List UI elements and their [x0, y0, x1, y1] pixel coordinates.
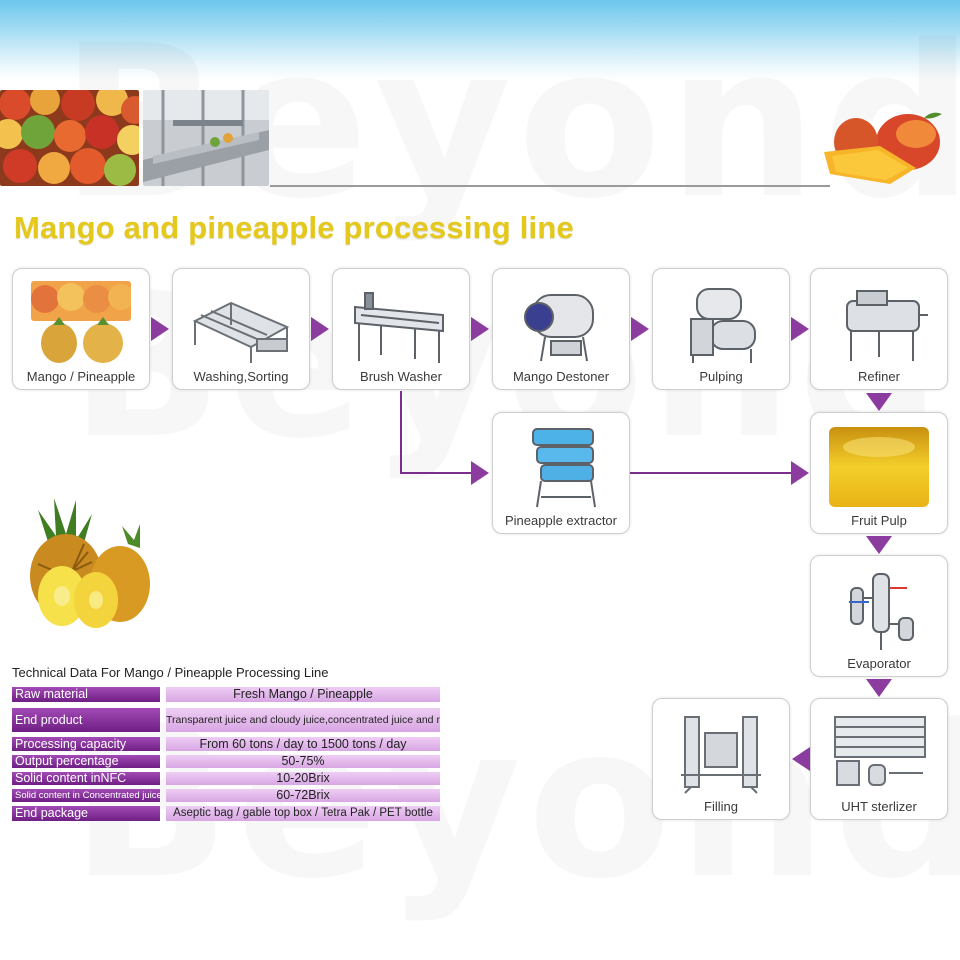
tech-key: Processing capacity [12, 737, 160, 751]
filling-machine-icon [671, 711, 771, 795]
arrow-right-icon [471, 461, 489, 485]
connector-line [630, 472, 794, 474]
mango-pile-photo [0, 90, 139, 186]
step-mango-pineapple: Mango / Pineapple [12, 268, 150, 390]
mango-slices-photo [820, 108, 945, 190]
tech-row-raw-material: Raw material Fresh Mango / Pineapple [12, 687, 440, 702]
step-label: Evaporator [847, 656, 911, 671]
step-mango-destoner: Mango Destoner [492, 268, 630, 390]
header-divider [270, 185, 830, 187]
mango-pineapple-image [31, 281, 134, 365]
tech-key: Solid content inNFC [12, 772, 160, 785]
step-label: Filling [704, 799, 738, 814]
step-fruit-pulp: Fruit Pulp [810, 412, 948, 534]
tech-value: 60-72Brix [166, 789, 440, 802]
tech-key: Output percentage [12, 755, 160, 768]
fruit-pulp-image [829, 425, 929, 509]
arrow-right-icon [151, 317, 169, 341]
arrow-right-icon [471, 317, 489, 341]
pulping-machine-icon [671, 281, 771, 365]
arrow-right-icon [311, 317, 329, 341]
arrow-left-icon [792, 747, 810, 771]
tech-key: Raw material [12, 687, 160, 702]
tech-row-output-percentage: Output percentage 50-75% [12, 755, 440, 768]
evaporator-machine-icon [829, 568, 929, 652]
step-washing-sorting: Washing,Sorting [172, 268, 310, 390]
uht-sterilizer-machine-icon [829, 711, 929, 795]
step-label: Washing,Sorting [193, 369, 289, 384]
step-pulping: Pulping [652, 268, 790, 390]
tech-row-processing-capacity: Processing capacity From 60 tons / day t… [12, 737, 440, 751]
pineapple-extractor-machine-icon [511, 425, 611, 509]
step-label: Pineapple extractor [504, 513, 617, 528]
tech-row-solid-content-concentrated: Solid content in Concentrated juice 60-7… [12, 789, 440, 802]
tech-key: End product [12, 708, 160, 732]
step-label: Mango / Pineapple [26, 369, 136, 384]
step-refiner: Refiner [810, 268, 948, 390]
tech-value: Transparent juice and cloudy juice,conce… [166, 708, 440, 732]
tech-key: Solid content in Concentrated juice [12, 789, 160, 802]
tech-value: Fresh Mango / Pineapple [166, 687, 440, 702]
arrow-down-icon [866, 393, 892, 411]
tech-value: Aseptic bag / gable top box / Tetra Pak … [166, 806, 440, 821]
tech-row-end-product: End product Transparent juice and cloudy… [12, 708, 440, 732]
step-label: Pulping [699, 369, 743, 384]
tech-value: From 60 tons / day to 1500 tons / day [166, 737, 440, 751]
arrow-right-icon [631, 317, 649, 341]
refiner-machine-icon [829, 281, 929, 365]
pineapple-photo [10, 492, 158, 632]
washing-sorting-machine-icon [191, 281, 291, 365]
step-label: Mango Destoner [512, 369, 610, 384]
step-label: Fruit Pulp [851, 513, 907, 528]
step-brush-washer: Brush Washer [332, 268, 470, 390]
step-pineapple-extractor: Pineapple extractor [492, 412, 630, 534]
mango-destoner-machine-icon [511, 281, 611, 365]
page-title: Mango and pineapple processing line [14, 210, 574, 245]
sky-gradient-header [0, 0, 960, 80]
arrow-down-icon [866, 679, 892, 697]
tech-row-end-package: End package Aseptic bag / gable top box … [12, 806, 440, 821]
connector-line [400, 472, 474, 474]
step-label: Refiner [858, 369, 900, 384]
step-filling: Filling [652, 698, 790, 820]
tech-key: End package [12, 806, 160, 821]
arrow-right-icon [791, 317, 809, 341]
step-label: Brush Washer [360, 369, 442, 384]
tech-row-solid-content-nfc: Solid content inNFC 10-20Brix [12, 772, 440, 785]
arrow-down-icon [866, 536, 892, 554]
tech-data-title: Technical Data For Mango / Pineapple Pro… [12, 665, 329, 680]
factory-conveyor-photo [143, 90, 269, 186]
step-evaporator: Evaporator [810, 555, 948, 677]
tech-value: 10-20Brix [166, 772, 440, 785]
tech-value: 50-75% [166, 755, 440, 768]
step-label: UHT sterlizer [841, 799, 917, 814]
connector-line [400, 391, 402, 473]
arrow-right-icon [791, 461, 809, 485]
step-uht-sterilizer: UHT sterlizer [810, 698, 948, 820]
brush-washer-machine-icon [351, 281, 451, 365]
